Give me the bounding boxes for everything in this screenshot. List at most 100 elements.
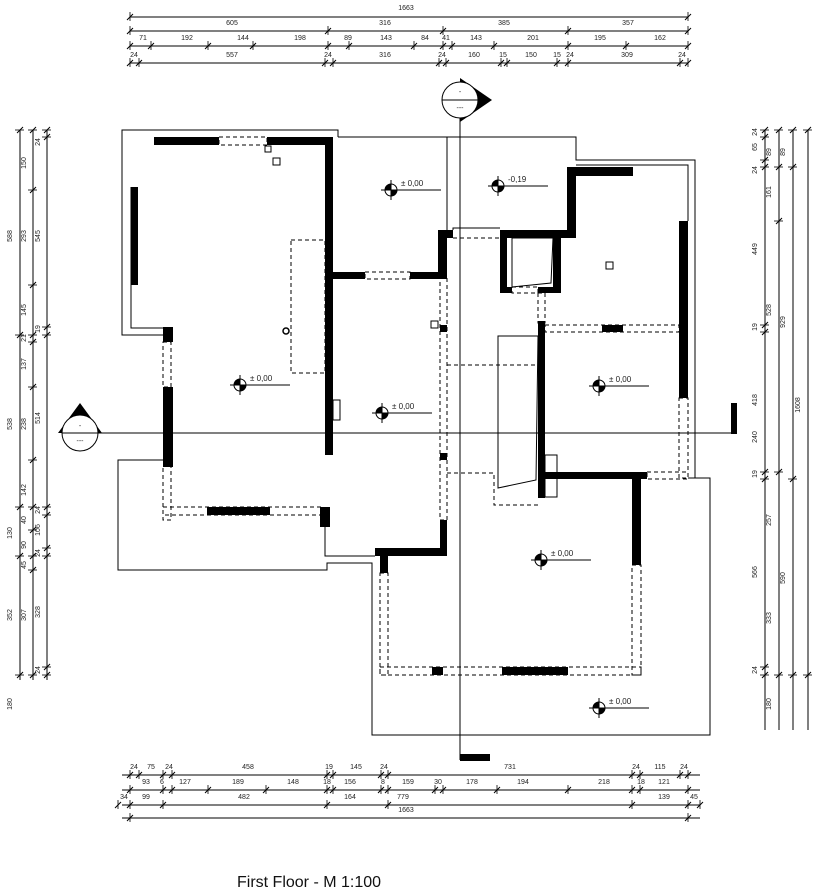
top-dimension-label: 41 [442,35,450,42]
left-dimension-label: 106 [35,524,42,536]
top-dimension-label: 143 [380,35,392,42]
level-label: ± 0,00 [392,402,415,411]
level-marker: -0,19 [488,175,548,196]
left-dimension-label: 307 [21,609,28,621]
level-label: ± 0,00 [609,375,632,384]
right-dimension-label: 257 [766,514,773,526]
left-dimension-label: 40 [21,516,28,524]
top-dimension-label: 195 [594,35,606,42]
bottom-dimension-label: 156 [344,779,356,786]
left-dimension-label: 130 [7,527,14,539]
right-dimension-label: 240 [752,431,759,443]
right-dimension-label: 180 [766,698,773,710]
bottom-dimension-label: 34 [120,794,128,801]
top-dimension-label: 201 [527,35,539,42]
bottom-dimension-label: 24 [632,764,640,771]
bottom-dimension-label: 24 [165,764,173,771]
level-marker: ± 0,00 [589,375,649,396]
right-dimension-label: 333 [766,612,773,624]
building-outline [117,129,711,736]
bottom-dimension-label: 164 [344,794,356,801]
top-dimension-label: 89 [344,35,352,42]
bottom-dimension-label: 30 [434,779,442,786]
bottom-dimension-label: 482 [238,794,250,801]
section-marker-top: - --- [441,78,492,122]
right-dimension-label: 24 [752,666,759,674]
level-marker: ± 0,00 [230,374,290,395]
fixtures [264,145,614,498]
right-dimension-label: 65 [752,143,759,151]
top-dimension-label: 143 [470,35,482,42]
bottom-dimension-label: 75 [147,764,155,771]
left-dimension-label: 24 [35,506,42,514]
bottom-dimension-label: 189 [232,779,244,786]
section-marker-top-upper: - [459,89,462,96]
bottom-dimension-label: 24 [680,764,688,771]
bottom-dimension-label: 194 [517,779,529,786]
bottom-dimension-label: 45 [690,794,698,801]
bottom-dimension-label: 1663 [398,807,414,814]
left-dimension-label: 45 [21,561,28,569]
level-marker: ± 0,00 [372,402,432,423]
right-dimension-label: 161 [766,186,773,198]
right-dimension-label: 1608 [795,397,802,413]
top-dimension-label: 357 [622,20,634,27]
top-dimension-label: 24 [324,52,332,59]
top-dimension-label: 15 [553,52,561,59]
right-dimension-label: 590 [780,572,787,584]
right-dimension-label: 929 [780,316,787,328]
level-label: ± 0,00 [609,697,632,706]
bottom-dimension-label: 18 [637,779,645,786]
bottom-dimension-label: 178 [466,779,478,786]
bottom-dimension-label: 148 [287,779,299,786]
top-dimension-label: 150 [525,52,537,59]
bottom-dimension-label: 18 [323,779,331,786]
left-dimension-label: 24 [35,666,42,674]
bottom-dimension-label: 8 [381,779,385,786]
bottom-dimension-label: 93 [142,779,150,786]
right-dimension-label: 89 [766,148,773,156]
top-dimension-label: 1663 [398,5,414,12]
bottom-dimension-label: 159 [402,779,414,786]
level-label: ± 0,00 [401,179,424,188]
bottom-dimension-label: 24 [380,764,388,771]
section-marker-top-lower: --- [457,105,465,112]
left-dimension-label: 180 [7,698,14,710]
bottom-dimension-label: 121 [658,779,670,786]
left-dimension-label: 90 [21,541,28,549]
left-dimension-label: 538 [7,418,14,430]
top-dimension-label: 24 [678,52,686,59]
top-dimension-label: 160 [468,52,480,59]
level-marker: ± 0,00 [589,697,649,718]
top-dimension-label: 71 [139,35,147,42]
section-lines [62,100,735,761]
dashed-lines [162,136,689,676]
drawing-title: First Floor - M 1:100 [237,874,382,891]
top-dimension-label: 557 [226,52,238,59]
top-dimension-label: 605 [226,20,238,27]
column-icon [282,327,290,335]
level-markers: ± 0,00± 0,00-0,19± 0,00± 0,00± 0,00± 0,0… [230,175,649,718]
left-dimension-label: 145 [21,304,28,316]
level-marker: ± 0,00 [381,179,441,200]
right-dimension-label: 89 [780,148,787,156]
left-dimension-label: 238 [21,418,28,430]
right-dimension-label: 528 [766,304,773,316]
right-dimension-label: 449 [752,243,759,255]
bottom-dimension-label: 19 [325,764,333,771]
top-dimension-label: 385 [498,20,510,27]
right-dimension-label: 19 [752,470,759,478]
right-dimension-label: 19 [752,323,759,331]
right-dimension-label: 24 [752,128,759,136]
top-dimension-label: 144 [237,35,249,42]
left-dimension-label: 137 [21,358,28,370]
top-dimension-label: 24 [566,52,574,59]
top-dimension-label: 316 [379,52,391,59]
bottom-dimension-label: 127 [179,779,191,786]
right-dimension-label: 24 [752,166,759,174]
left-dimension-label: 150 [21,157,28,169]
left-dimension-label: 514 [35,412,42,424]
bottom-dimension-label: 6 [160,779,164,786]
